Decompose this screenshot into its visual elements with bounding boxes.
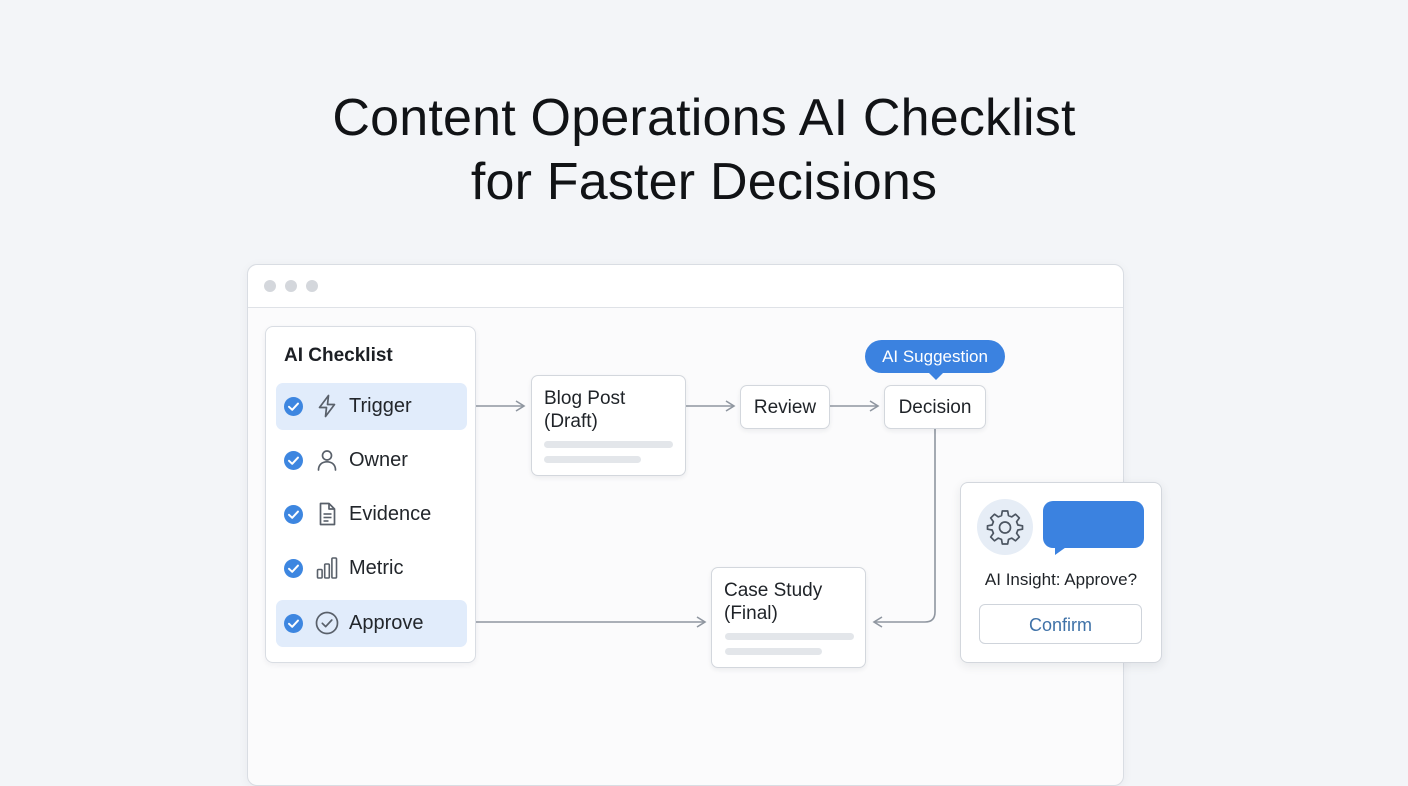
page-title: Content Operations AI Checklist for Fast… [0,86,1408,214]
placeholder-line [725,648,822,655]
lightning-icon [318,394,336,418]
placeholder-line [544,441,673,448]
node-title: Review [753,397,817,418]
window-dot-3 [306,280,318,292]
browser-title-bar [248,265,1123,308]
checklist-item-label: Trigger [349,395,412,417]
node-title: Blog Post (Draft) [544,387,625,433]
checklist-item-label: Owner [349,449,408,471]
checklist-item-owner[interactable]: Owner [276,437,467,484]
user-icon [317,450,337,471]
decision-node[interactable]: Decision [884,385,986,429]
placeholder-line [544,456,641,463]
blog-post-draft-node[interactable]: Blog Post (Draft) [531,375,686,476]
checklist-item-label: Metric [349,557,404,579]
window-dot-2 [285,280,297,292]
bar-chart-icon [316,557,338,579]
window-dot-1 [264,280,276,292]
confirm-button[interactable]: Confirm [979,604,1142,644]
node-title-line-2: (Draft) [544,411,598,432]
check-icon [284,451,303,470]
ai-suggestion-pointer [928,372,944,380]
chat-bubble-tail [1055,545,1069,555]
ai-insight-text: AI Insight: Approve? [984,570,1138,589]
checklist-item-trigger[interactable]: Trigger [276,383,467,430]
ai-suggestion-badge[interactable]: AI Suggestion [865,340,1005,373]
checklist-item-label: Evidence [349,503,432,525]
page-title-line-2: for Faster Decisions [470,153,938,211]
gear-icon [977,499,1033,555]
node-title-line-1: Blog Post [544,388,626,409]
checklist-item-label: Approve [349,612,424,634]
node-title-line-1: Case Study [724,580,823,601]
check-icon [284,559,303,578]
document-icon [319,502,336,526]
checklist-item-metric[interactable]: Metric [276,545,467,592]
check-icon [284,614,303,633]
checklist-item-approve[interactable]: Approve [276,600,467,647]
check-icon [284,397,303,416]
check-icon [284,505,303,524]
node-title: Decision [898,397,972,418]
review-node[interactable]: Review [740,385,830,429]
checklist-item-evidence[interactable]: Evidence [276,491,467,538]
node-title-line-2: (Final) [724,603,778,624]
ai-insight-card: AI Insight: Approve? Confirm [960,482,1162,663]
placeholder-line [725,633,854,640]
check-circle-icon [315,611,339,635]
case-study-final-node[interactable]: Case Study (Final) [711,567,866,668]
page-title-line-1: Content Operations AI Checklist [332,89,1076,147]
ai-checklist-panel: AI Checklist Trigger Owner Eviden [265,326,476,663]
checklist-title: AI Checklist [284,345,393,366]
chat-bubble-icon [1043,501,1144,548]
node-title: Case Study (Final) [724,579,822,625]
